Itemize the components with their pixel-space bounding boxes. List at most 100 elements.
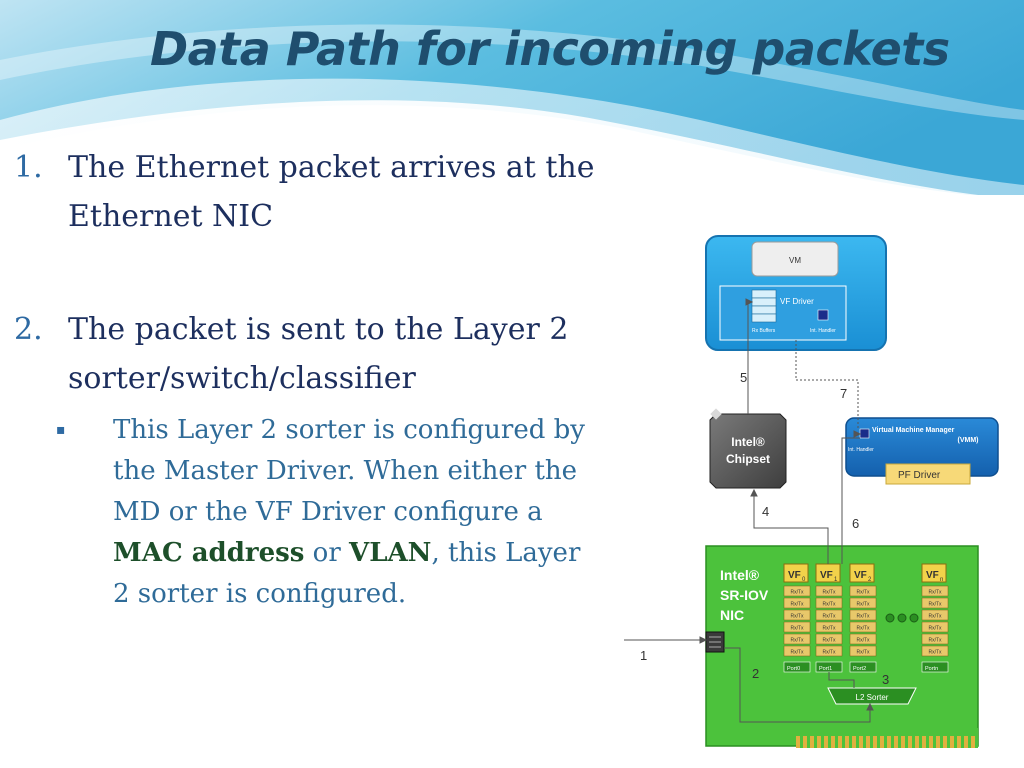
rxtx-label: Rx/Tx: [928, 650, 942, 656]
pf-driver-label: PF Driver: [898, 470, 941, 481]
rxtx-queue-box: [815, 597, 843, 609]
chipset-line2: Chipset: [726, 452, 770, 466]
rxtx-queue-box: [783, 621, 811, 633]
nic-line2: SR-IOV: [720, 587, 769, 603]
rxtx-label: Rx/Tx: [790, 626, 804, 632]
rxtx-queue-box: [815, 585, 843, 597]
rxtx-queue-box: [815, 633, 843, 645]
rxtx-queue-box: [783, 597, 811, 609]
rxtx-label: Rx/Tx: [856, 602, 870, 608]
vm-box: VM VF Driver Rx Buffers Int. Handler: [705, 235, 887, 351]
step-6: 6: [852, 516, 859, 531]
rxtx-queue-box: [921, 633, 949, 645]
vmm-box: Virtual Machine Manager (VMM) Int. Handl…: [845, 417, 999, 485]
rxtx-queue-box: [783, 609, 811, 621]
rxtx-label: Rx/Tx: [822, 614, 836, 620]
rxtx-label: Rx/Tx: [790, 614, 804, 620]
rxtx-queue-box: [921, 585, 949, 597]
step-5: 5: [740, 370, 747, 385]
int-handler-label: Int. Handler: [810, 328, 836, 334]
rxtx-queue-box: [921, 645, 949, 657]
rxtx-queue-box: [849, 621, 877, 633]
text-part: , this Layer 2 sorter is configured.: [113, 538, 581, 609]
rxtx-label: Rx/Tx: [928, 602, 942, 608]
vmm-abbr: (VMM): [958, 437, 979, 444]
port0-label: Port0: [787, 666, 800, 672]
rxtx-label: Rx/Tx: [790, 638, 804, 644]
rxtx-queues: Rx/TxRx/TxRx/TxRx/TxRx/TxRx/TxRx/TxRx/Tx…: [783, 585, 949, 657]
rxtx-queue-box: [815, 621, 843, 633]
rxtx-queue-box: [849, 645, 877, 657]
vfn-label: VF: [926, 570, 939, 581]
sub-bullet-text: This Layer 2 sorter is configured by the…: [113, 410, 593, 615]
port1-label: Port1: [819, 666, 832, 672]
connection-lines: [624, 298, 874, 723]
rxtx-label: Rx/Tx: [790, 602, 804, 608]
item-text: The Ethernet packet arrives at the Ether…: [68, 150, 595, 234]
rxtx-label: Rx/Tx: [822, 602, 836, 608]
rxtx-queue-box: [849, 609, 877, 621]
rxtx-label: Rx/Tx: [822, 626, 836, 632]
rxtx-queue-box: [783, 645, 811, 657]
rxtx-label: Rx/Tx: [822, 590, 836, 596]
rxtx-label: Rx/Tx: [928, 590, 942, 596]
rxtx-label: Rx/Tx: [928, 638, 942, 644]
nic-line3: NIC: [720, 607, 744, 623]
rxtx-queue-box: [921, 597, 949, 609]
rxtx-label: Rx/Tx: [790, 650, 804, 656]
rxtx-queue-box: [815, 645, 843, 657]
step-4: 4: [762, 504, 769, 519]
chipset-block: Intel® Chipset: [709, 408, 787, 489]
rxtx-label: Rx/Tx: [928, 626, 942, 632]
rxtx-queue-box: [849, 585, 877, 597]
rxtx-label: Rx/Tx: [928, 614, 942, 620]
rxtx-queue-box: [921, 621, 949, 633]
text-part: or: [304, 538, 350, 568]
portn-label: Portn: [925, 666, 938, 672]
step-7: 7: [840, 386, 847, 401]
vf1-label: VF: [820, 570, 833, 581]
rxtx-queue-box: [783, 633, 811, 645]
rxtx-queue-box: [849, 633, 877, 645]
sriov-data-path-diagram: VM VF Driver Rx Buffers Int. Handler Int…: [624, 235, 999, 748]
rxtx-queue-box: [815, 609, 843, 621]
rxtx-label: Rx/Tx: [790, 590, 804, 596]
vf2-label: VF: [854, 570, 867, 581]
l2-sorter-label: L2 Sorter: [856, 693, 889, 702]
rxtx-queue-box: [849, 597, 877, 609]
rxtx-queue-box: [921, 609, 949, 621]
step-1: 1: [640, 648, 647, 663]
mac-address-bold: MAC address: [113, 538, 305, 568]
square-bullet-icon: ▪: [56, 422, 66, 438]
step-2: 2: [752, 666, 759, 681]
vf1-sub: 1: [834, 577, 838, 583]
rxtx-label: Rx/Tx: [856, 650, 870, 656]
rxtx-label: Rx/Tx: [856, 614, 870, 620]
vf-driver-label: VF Driver: [780, 297, 814, 306]
vm-label: VM: [789, 256, 801, 265]
nic-board: Intel® SR-IOV NIC VF 0 VF 1 VF 2 VF n Rx…: [705, 545, 979, 748]
slide-title: Data Path for incoming packets: [150, 22, 950, 76]
rxtx-label: Rx/Tx: [856, 626, 870, 632]
rxtx-label: Rx/Tx: [856, 638, 870, 644]
port2-label: Port2: [853, 666, 866, 672]
rxtx-label: Rx/Tx: [856, 590, 870, 596]
nic-line1: Intel®: [720, 567, 760, 583]
item-number: 2.: [14, 312, 43, 347]
vlan-bold: VLAN: [349, 538, 432, 568]
vf2-sub: 2: [868, 577, 872, 583]
rxtx-queue-box: [783, 585, 811, 597]
vf0-sub: 0: [802, 577, 806, 583]
vmm-int-handler: Int. Handler: [848, 447, 874, 453]
vmm-title: Virtual Machine Manager: [872, 427, 955, 434]
rxtx-label: Rx/Tx: [822, 650, 836, 656]
vfn-sub: n: [940, 577, 943, 583]
rxtx-label: Rx/Tx: [822, 638, 836, 644]
step-3: 3: [882, 672, 889, 687]
text-part: This Layer 2 sorter is configured by the…: [113, 415, 585, 527]
chipset-line1: Intel®: [731, 435, 765, 449]
item-number: 1.: [14, 150, 43, 185]
interrupt-dotted-line: [795, 340, 859, 428]
vf0-label: VF: [788, 570, 801, 581]
rx-buffers-label: Rx Buffers: [752, 328, 776, 334]
